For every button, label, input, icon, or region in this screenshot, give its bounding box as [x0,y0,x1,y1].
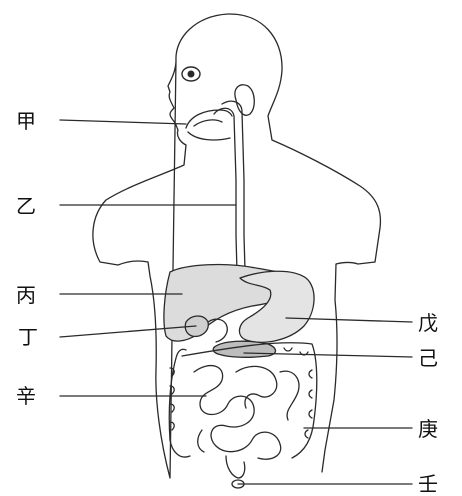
label-yi: 乙 [16,194,36,218]
label-ding: 丁 [18,325,38,349]
label-geng: 庚 [418,417,438,441]
label-jia: 甲 [16,109,36,133]
label-wu: 戊 [418,311,438,335]
label-ren: 壬 [418,472,438,496]
ear [235,85,254,115]
oral-cavity [186,110,232,140]
label-bing: 丙 [16,283,36,307]
rectum [226,456,245,478]
label-xin: 辛 [16,384,36,408]
label-ji: 己 [418,346,438,370]
esophagus [222,101,245,270]
small-intestine [194,366,299,460]
leader-line-jia [60,120,186,124]
